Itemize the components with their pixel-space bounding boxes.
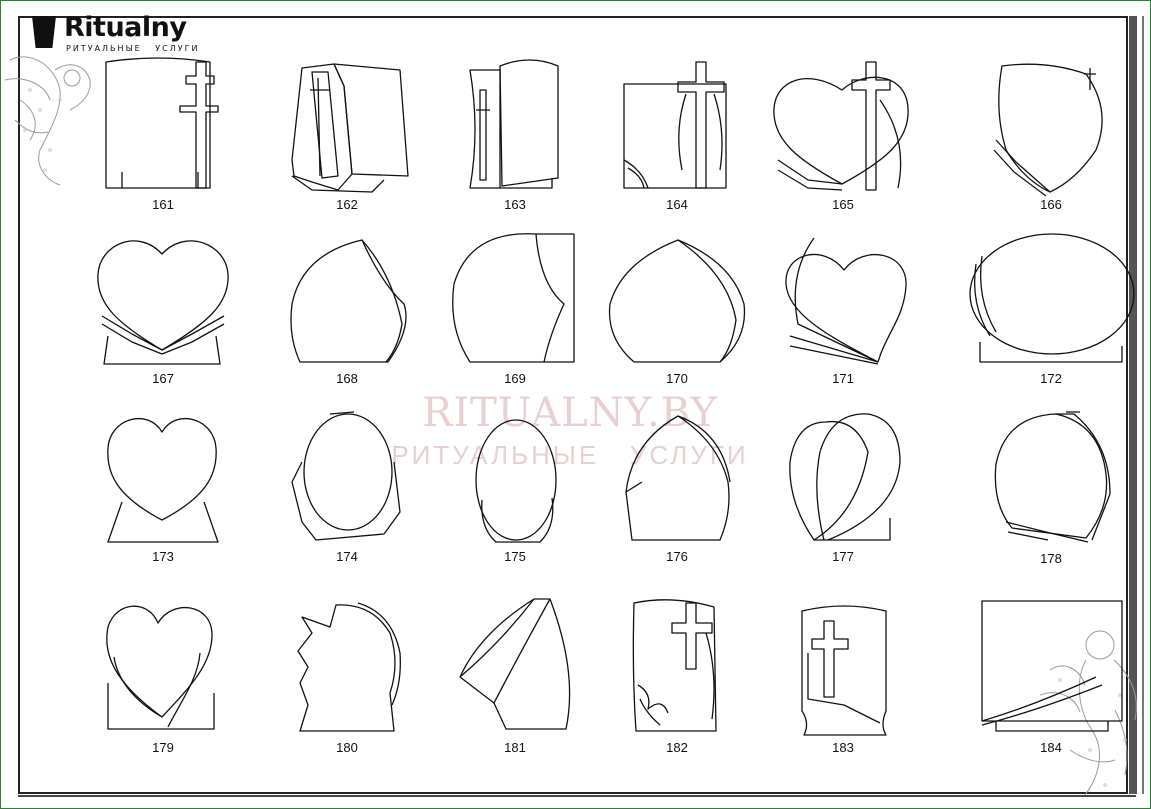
model-card[interactable]: 169 [440, 224, 590, 399]
model-number: 179 [152, 740, 174, 755]
model-number: 173 [152, 549, 174, 564]
model-card[interactable]: 161 [88, 50, 238, 225]
edge-strip-thin [1142, 16, 1144, 794]
model-card[interactable]: 168 [272, 224, 422, 399]
model-card[interactable]: 172 [969, 224, 1135, 399]
model-drawing-162 [291, 63, 409, 193]
model-card[interactable]: 180 [272, 593, 422, 768]
model-drawing-167 [97, 240, 229, 365]
model-card[interactable]: 177 [768, 402, 918, 577]
model-number: 171 [832, 371, 854, 386]
model-number: 177 [832, 549, 854, 564]
model-drawing-168 [290, 239, 407, 363]
model-number: 170 [666, 371, 688, 386]
model-card[interactable]: 166 [976, 50, 1126, 225]
model-drawing-180 [297, 602, 401, 732]
model-drawing-177 [789, 413, 901, 541]
model-drawing-175 [475, 419, 557, 543]
model-number: 169 [504, 371, 526, 386]
model-number: 182 [666, 740, 688, 755]
model-drawing-166 [993, 63, 1103, 197]
brand-logo[interactable]: Ritualny РИТУАЛЬНЫЕ УСЛУГИ [28, 12, 200, 53]
catalog-border [18, 16, 1128, 794]
model-card[interactable]: 182 [602, 593, 752, 768]
model-number: 176 [666, 549, 688, 564]
model-number: 168 [336, 371, 358, 386]
model-number: 180 [336, 740, 358, 755]
model-drawing-181 [459, 598, 571, 730]
model-card[interactable]: 165 [768, 50, 918, 225]
model-drawing-172 [969, 233, 1135, 363]
model-drawing-176 [625, 415, 731, 541]
model-number: 163 [504, 197, 526, 212]
model-card[interactable]: 164 [602, 50, 752, 225]
model-drawing-171 [785, 237, 907, 365]
model-card[interactable]: 174 [272, 402, 422, 577]
model-card[interactable]: 181 [440, 593, 590, 768]
model-card[interactable]: 162 [272, 50, 422, 225]
model-card[interactable]: 173 [88, 402, 238, 577]
model-card[interactable]: 170 [602, 224, 752, 399]
model-drawing-163 [469, 59, 559, 189]
model-drawing-169 [452, 233, 575, 363]
angel-ornament-icon [4, 56, 91, 186]
model-drawing-183 [801, 605, 887, 736]
model-drawing-164 [623, 61, 727, 189]
logo-subtitle: РИТУАЛЬНЫЕ УСЛУГИ [66, 44, 200, 53]
model-drawing-165 [773, 61, 909, 191]
model-card[interactable]: 175 [440, 402, 590, 577]
model-card[interactable]: 183 [768, 593, 918, 768]
model-card[interactable]: 163 [440, 50, 590, 225]
model-number: 174 [336, 549, 358, 564]
model-number: 181 [504, 740, 526, 755]
model-number: 165 [832, 197, 854, 212]
model-number: 161 [152, 197, 174, 212]
logo-icon [32, 16, 56, 48]
model-number: 164 [666, 197, 688, 212]
model-drawing-182 [632, 599, 717, 732]
edge-strip [1129, 16, 1137, 794]
model-number: 166 [1040, 197, 1062, 212]
model-drawing-174 [291, 411, 401, 541]
model-number: 183 [832, 740, 854, 755]
model-drawing-184 [981, 600, 1123, 732]
model-card[interactable]: 167 [88, 224, 238, 399]
model-card[interactable]: 178 [976, 404, 1126, 579]
model-number: 184 [1040, 740, 1062, 755]
model-number: 167 [152, 371, 174, 386]
model-number: 162 [336, 197, 358, 212]
angel-ornament-icon [1039, 630, 1137, 796]
logo-name: Ritualny [64, 12, 187, 43]
model-card[interactable]: 184 [976, 593, 1126, 768]
model-drawing-179 [106, 605, 215, 730]
model-number: 175 [504, 549, 526, 564]
model-number: 178 [1040, 551, 1062, 566]
model-drawing-178 [994, 411, 1111, 543]
model-drawing-170 [608, 239, 746, 363]
model-number: 172 [1040, 371, 1062, 386]
model-card[interactable]: 171 [768, 224, 918, 399]
bottom-strip [18, 795, 1136, 797]
model-drawing-173 [107, 417, 219, 543]
model-card[interactable]: 179 [88, 593, 238, 768]
model-card[interactable]: 176 [602, 402, 752, 577]
model-drawing-161 [105, 57, 219, 189]
